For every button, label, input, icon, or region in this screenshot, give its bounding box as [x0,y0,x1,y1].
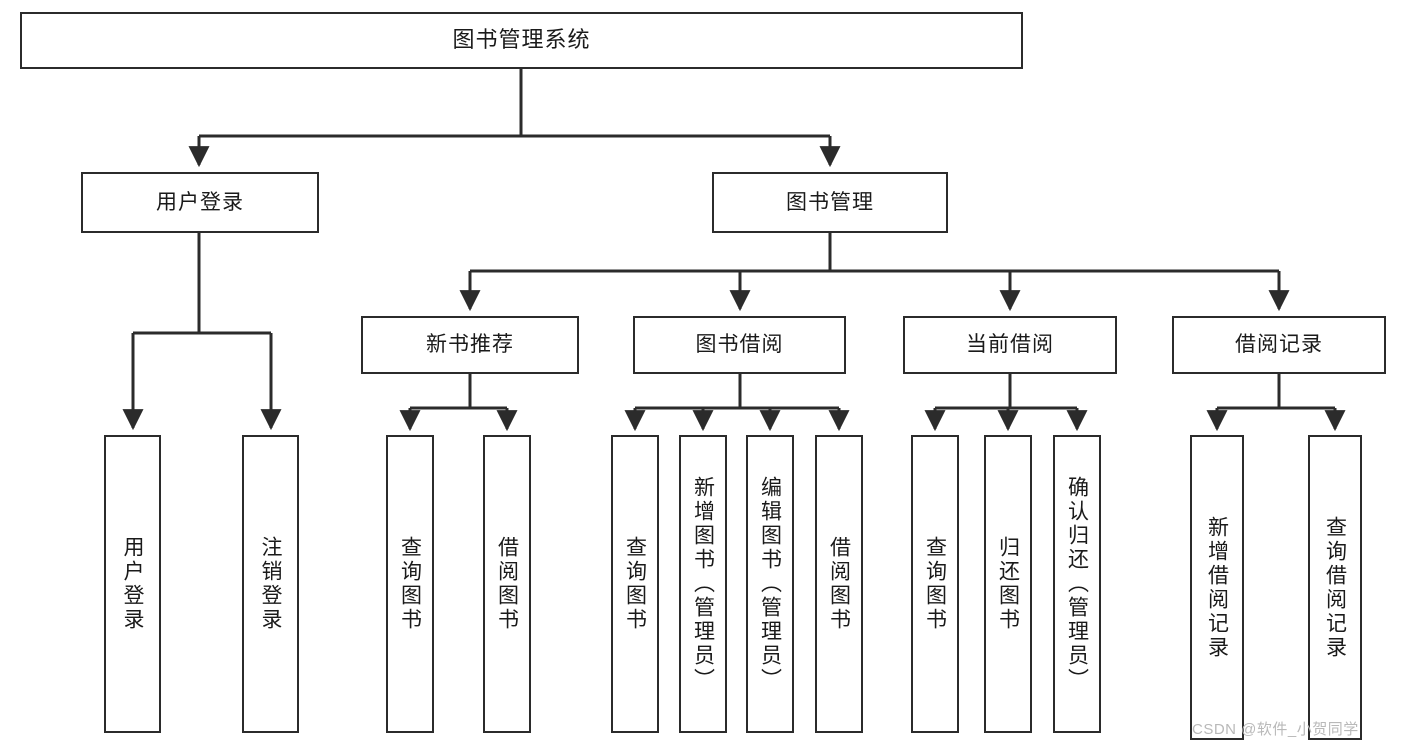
node-borrow-record-label: 借阅记录 [1235,333,1323,357]
node-query-book-borrow[interactable]: 查询图书 [611,435,659,733]
node-book-borrow[interactable]: 图书借阅 [633,316,846,374]
node-logout-action-label: 注销登录 [259,536,282,632]
node-book-borrow-label: 图书借阅 [695,333,784,357]
csdn-watermark: CSDN @软件_小贺同学 [1192,721,1359,738]
node-user-login-action[interactable]: 用户登录 [104,435,161,733]
node-user-login-label: 用户登录 [156,190,244,214]
node-query-borrow-record[interactable]: 查询借阅记录 [1308,435,1362,740]
node-borrow-book-action[interactable]: 借阅图书 [815,435,863,733]
node-add-borrow-record[interactable]: 新增借阅记录 [1190,435,1244,740]
node-query-book-current[interactable]: 查询图书 [911,435,959,733]
node-borrow-book-recommend[interactable]: 借阅图书 [483,435,531,733]
node-logout-action[interactable]: 注销登录 [242,435,299,733]
node-root-label: 图书管理系统 [452,27,591,53]
node-new-book-recommend[interactable]: 新书推荐 [361,316,579,374]
node-root[interactable]: 图书管理系统 [20,12,1023,69]
node-return-book[interactable]: 归还图书 [984,435,1032,733]
node-confirm-return-admin-label: 确认归还（管理员） [1065,476,1089,692]
node-book-management[interactable]: 图书管理 [712,172,948,233]
node-confirm-return-admin[interactable]: 确认归还（管理员） [1053,435,1101,733]
node-current-borrow-label: 当前借阅 [966,333,1054,357]
node-edit-book-admin-label: 编辑图书（管理员） [758,476,782,692]
node-query-book-recommend-label: 查询图书 [398,536,422,632]
node-query-book-current-label: 查询图书 [923,536,947,632]
node-user-login[interactable]: 用户登录 [81,172,319,233]
node-add-book-admin-label: 新增图书（管理员） [691,476,715,692]
node-add-borrow-record-label: 新增借阅记录 [1205,515,1229,660]
node-add-book-admin[interactable]: 新增图书（管理员） [679,435,727,733]
node-query-book-borrow-label: 查询图书 [623,536,647,632]
node-return-book-label: 归还图书 [996,536,1020,632]
node-current-borrow[interactable]: 当前借阅 [903,316,1117,374]
node-new-book-recommend-label: 新书推荐 [426,333,514,357]
node-edit-book-admin[interactable]: 编辑图书（管理员） [746,435,794,733]
node-user-login-action-label: 用户登录 [121,536,144,632]
node-borrow-book-recommend-label: 借阅图书 [495,536,519,632]
node-query-book-recommend[interactable]: 查询图书 [386,435,434,733]
node-book-management-label: 图书管理 [786,190,874,214]
node-borrow-book-action-label: 借阅图书 [827,536,851,632]
node-borrow-record[interactable]: 借阅记录 [1172,316,1386,374]
node-query-borrow-record-label: 查询借阅记录 [1323,515,1347,660]
